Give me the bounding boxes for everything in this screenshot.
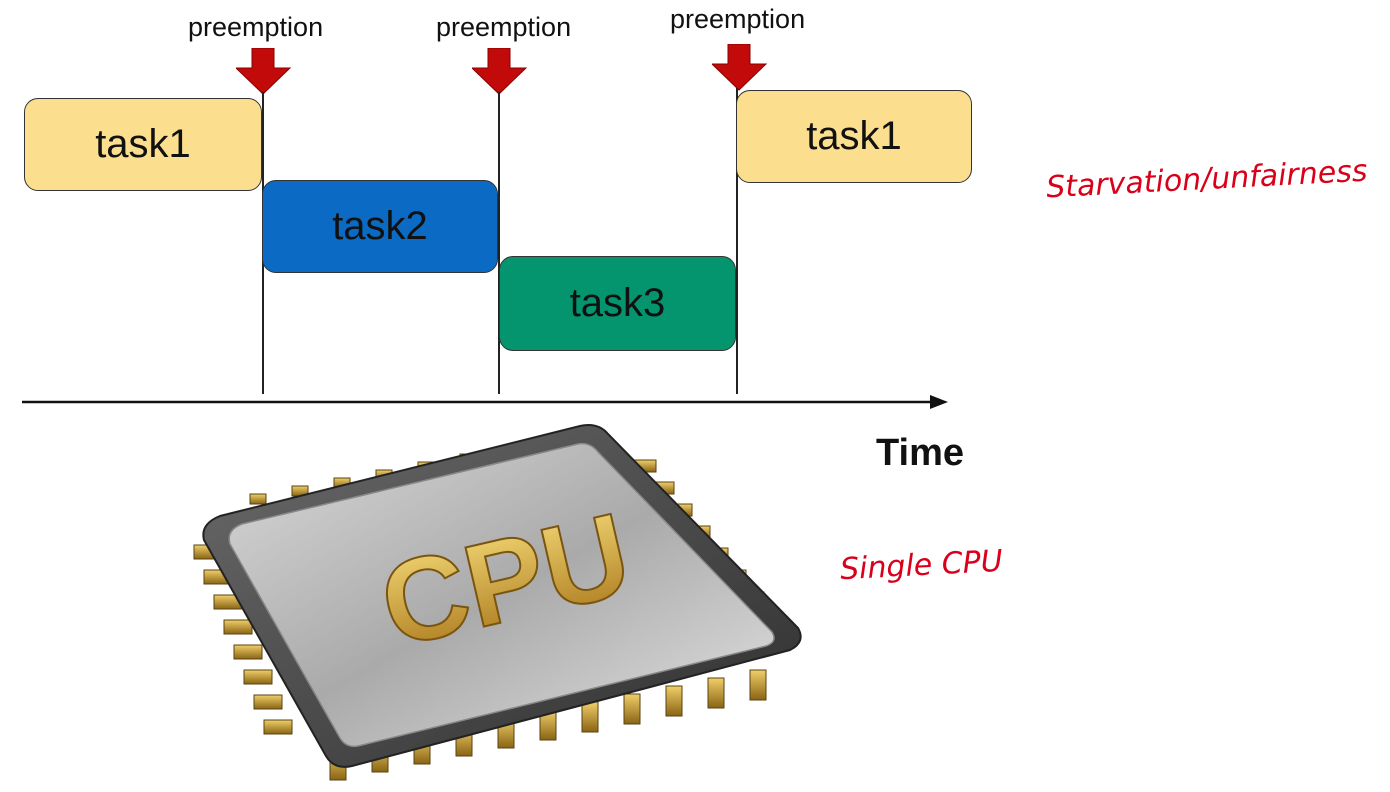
task-label-1: task1 bbox=[95, 122, 191, 167]
task-label-3: task3 bbox=[570, 281, 666, 326]
preemption-arrow-icon-3 bbox=[712, 44, 768, 94]
task-block-3: task3 bbox=[499, 256, 736, 351]
preemption-label-1: preemption bbox=[188, 12, 323, 43]
preemption-arrow-icon-1 bbox=[236, 48, 292, 98]
preemption-label-3: preemption bbox=[670, 4, 805, 35]
single-cpu-note: Single CPU bbox=[839, 544, 1003, 587]
starvation-note: Starvation/unfairness bbox=[1045, 154, 1368, 206]
cpu-chip-image: CPU bbox=[180, 420, 820, 792]
task-block-1: task1 bbox=[24, 98, 262, 191]
task-block-2: task2 bbox=[262, 180, 498, 273]
task-label-2: task2 bbox=[332, 204, 428, 249]
task-block-4: task1 bbox=[736, 90, 972, 183]
preemption-line-2 bbox=[498, 92, 500, 394]
time-axis-arrow bbox=[22, 392, 952, 412]
time-axis-label: Time bbox=[876, 432, 964, 475]
preemption-label-2: preemption bbox=[436, 12, 571, 43]
preemption-arrow-icon-2 bbox=[472, 48, 528, 98]
task-label-4: task1 bbox=[806, 114, 902, 159]
